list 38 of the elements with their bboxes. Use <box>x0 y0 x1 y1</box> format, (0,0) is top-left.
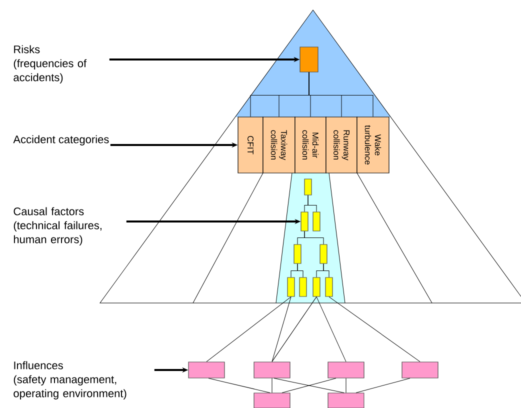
category-box: Mid-air collision <box>294 116 326 174</box>
connector-line <box>272 296 317 362</box>
connector-line <box>206 296 292 362</box>
factor-box <box>320 244 328 264</box>
connector-line <box>274 378 344 393</box>
level-label: Accident categories <box>13 135 109 146</box>
connector-line <box>356 378 410 393</box>
influence-box <box>254 362 290 378</box>
category-box: Wake turbulence <box>356 116 390 174</box>
risk-box <box>300 46 318 72</box>
influence-box <box>328 392 364 408</box>
factor-box <box>287 277 295 297</box>
factor-box <box>299 277 307 297</box>
factor-box <box>325 277 333 297</box>
factor-box <box>312 277 320 297</box>
connector-line <box>316 296 346 362</box>
influence-box <box>188 362 225 378</box>
category-box: Taxiway collision <box>262 116 296 174</box>
factor-box <box>304 178 312 196</box>
level-label: Risks (frequencies of accidents) <box>14 45 87 84</box>
level-label: Causal factors (technical failures, human errors) <box>14 207 102 246</box>
factor-box <box>312 212 320 232</box>
factor-box <box>300 212 308 232</box>
connector-line <box>308 72 374 117</box>
connector-line <box>304 231 324 244</box>
connector-line <box>208 378 270 393</box>
level-label: Influences (safety management, operating environment) <box>14 361 126 400</box>
connector-line <box>282 378 336 393</box>
influence-box <box>254 392 290 408</box>
influence-box <box>328 362 364 378</box>
connector-line <box>272 296 292 362</box>
influence-box <box>402 362 438 378</box>
factor-box <box>294 244 302 264</box>
connector-line <box>328 296 420 362</box>
connector-line <box>308 195 317 212</box>
category-box: CFIT <box>238 116 264 174</box>
connector-line <box>323 264 330 278</box>
connector-line <box>297 264 304 278</box>
